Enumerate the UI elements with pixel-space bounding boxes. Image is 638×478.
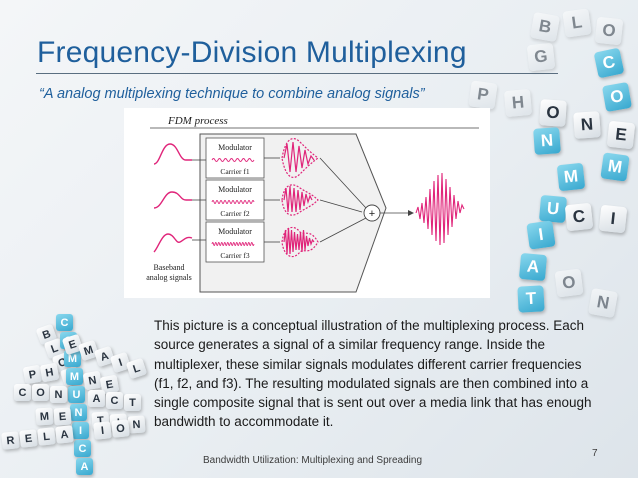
carrier-1-label: Carrier f1 (220, 167, 250, 176)
page-number: 7 (592, 448, 598, 459)
baseband-label-line1: Baseband (153, 263, 184, 272)
slide-subtitle: “A analog multiplexing technique to comb… (39, 86, 425, 102)
title-divider (36, 73, 558, 74)
tile: C (14, 384, 31, 401)
tile: O (32, 384, 49, 401)
tile: B (530, 12, 560, 42)
tile: A (76, 458, 93, 475)
baseband-signal-2 (154, 192, 192, 208)
tile: M (35, 407, 53, 425)
tile: C (565, 203, 594, 232)
tile: A (55, 425, 74, 444)
tile: H (40, 363, 60, 383)
tile: I (526, 220, 555, 249)
tile: M (557, 163, 586, 192)
tile: I (93, 421, 112, 440)
tile: N (50, 386, 67, 403)
tile: N (573, 111, 601, 139)
tile: L (126, 358, 147, 379)
modulator-1-label: Modulator (218, 143, 252, 152)
baseband-signal-1 (154, 144, 192, 164)
tile: U (68, 386, 85, 403)
output-arrow-head (408, 210, 414, 216)
caption-text: This picture is a conceptual illustratio… (154, 316, 594, 432)
tile: U (539, 195, 567, 223)
tile: R (1, 431, 20, 450)
modulator-2: Modulator Carrier f2 (206, 180, 264, 220)
modulator-3-label: Modulator (218, 227, 252, 236)
footer-text: Bandwidth Utilization: Multiplexing and … (203, 455, 422, 466)
tile: H (504, 89, 532, 117)
fdm-diagram: FDM process Modulator Carrier f1 Modulat (124, 108, 490, 298)
tile: L (562, 8, 591, 37)
tile: T (517, 285, 544, 312)
tile: O (539, 99, 567, 127)
tile: C (594, 48, 625, 79)
diagram-title: FDM process (167, 115, 228, 127)
tile: O (602, 82, 632, 112)
combiner-symbol: + (369, 208, 375, 220)
tile: A (88, 390, 105, 407)
composite-signal (416, 173, 464, 245)
tile: N (533, 127, 561, 155)
tile: I (72, 422, 89, 439)
modulator-2-label: Modulator (218, 185, 252, 194)
modulator-1: Modulator Carrier f1 (206, 138, 264, 178)
carrier-2-label: Carrier f2 (220, 209, 250, 218)
tile: A (519, 253, 547, 281)
tile: E (19, 429, 38, 448)
tile: P (468, 80, 497, 109)
tile: I (599, 205, 628, 234)
fdm-diagram-svg: FDM process Modulator Carrier f1 Modulat (124, 108, 490, 298)
baseband-label-line2: analog signals (146, 273, 192, 282)
baseband-signal-3 (154, 234, 192, 252)
carrier-3-label: Carrier f3 (220, 251, 250, 260)
tile: N (127, 415, 145, 433)
tile: L (37, 427, 56, 446)
tile: C (74, 440, 91, 457)
tile: G (527, 43, 556, 72)
tile: N (70, 404, 87, 421)
tile: O (111, 419, 130, 438)
tile: M (66, 368, 83, 385)
tile: E (607, 121, 636, 150)
tile: M (600, 152, 629, 181)
tile: T (124, 394, 141, 411)
tile: N (588, 288, 618, 318)
tile: O (555, 269, 584, 298)
tile: C (56, 314, 73, 331)
tile: O (595, 17, 624, 46)
modulator-3: Modulator Carrier f3 (206, 222, 264, 262)
tile: C (106, 392, 123, 409)
tile: E (53, 407, 71, 425)
slide-title: Frequency-Division Multiplexing (37, 36, 467, 70)
